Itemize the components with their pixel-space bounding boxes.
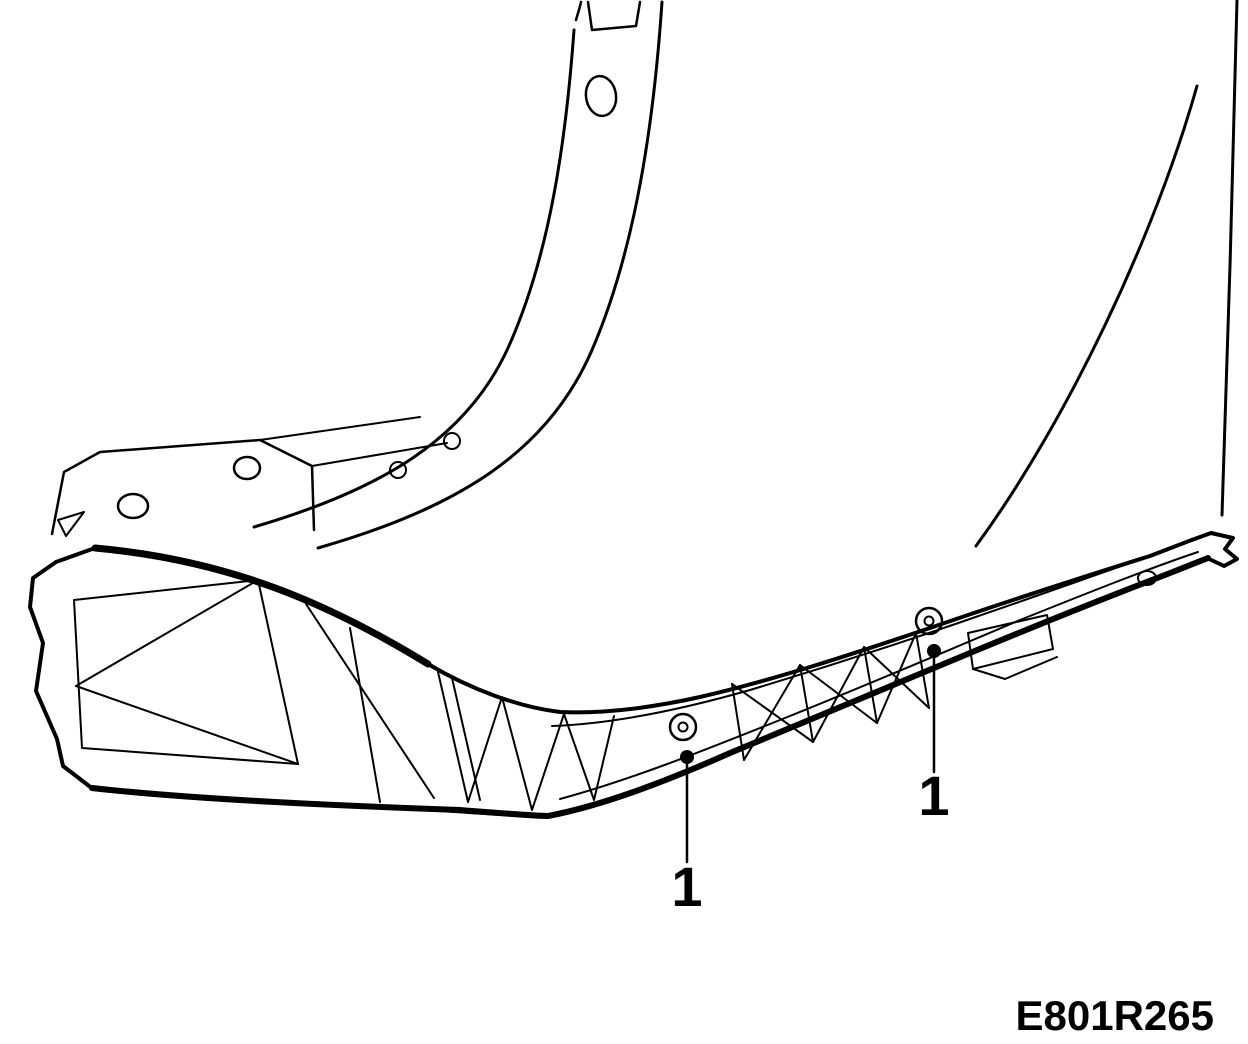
liner-top-connector (574, 0, 583, 22)
rib-x-1b (743, 664, 801, 761)
fastener-2-dot (927, 644, 941, 658)
fender-sweep-curve (974, 84, 1199, 548)
rib-vertical-3 (863, 646, 878, 724)
rib-mid-zigzag (437, 671, 615, 811)
bracket-top-bold-edge (91, 544, 432, 668)
rib-vertical-4 (915, 632, 930, 709)
rib-left-inner-side (73, 599, 83, 749)
fastener-screw-1 (668, 712, 698, 864)
rib-vertical-1 (731, 683, 745, 761)
fender-right-edge (1220, 0, 1239, 517)
rib-mid-extra (451, 677, 481, 801)
rib-vertical-2 (799, 664, 814, 743)
plate-outline (50, 438, 316, 536)
bracket-inner-bottom-flange (559, 551, 1199, 800)
plate-hole-1 (116, 492, 150, 520)
fastener-1-dot (680, 750, 694, 764)
plate-hole-2 (232, 455, 262, 481)
rib-left-inner-right (257, 579, 299, 765)
rib-left-inner-top (73, 579, 259, 601)
liner-clip-hole-2 (389, 461, 407, 479)
liner-left-edge (252, 28, 576, 529)
bracket-step-face (972, 656, 1058, 680)
fastener-1-center (677, 721, 689, 733)
wheel-arch-liner (252, 0, 664, 550)
liner-clip-hole-1 (443, 432, 461, 450)
fastener-1-ring (668, 712, 698, 742)
bracket-step-box (967, 614, 1054, 670)
rib-transition-diagonal-2 (349, 627, 381, 803)
bracket-silhouette (28, 531, 1239, 818)
rib-x-2b (812, 646, 865, 743)
fastener-screw-2 (914, 606, 944, 774)
fastener-2-ring (914, 606, 944, 636)
mounting-plate (50, 416, 448, 537)
rib-x-3b (876, 632, 917, 724)
liner-right-edge (316, 0, 664, 550)
bracket-bottom-bold-edge (89, 555, 1211, 819)
figure-code: E801R265 (1016, 992, 1215, 1039)
callout-label-1: 1 (671, 855, 702, 918)
bumper-bracket (28, 531, 1239, 819)
fastener-2-center (923, 615, 935, 627)
bracket-inner-top-flange (551, 549, 1169, 727)
callout-label-2: 1 (918, 764, 949, 827)
plate-connector-1 (259, 416, 421, 441)
rib-left-diagonal-1 (75, 579, 259, 687)
fender-outline (974, 0, 1239, 548)
bracket-end-hole (1137, 570, 1157, 586)
plate-connector-2 (311, 442, 448, 467)
liner-hole (584, 74, 618, 118)
rib-left-inner-bottom (81, 747, 299, 765)
liner-top-notch (586, 0, 642, 32)
rib-left-diagonal-2 (75, 685, 299, 765)
plate-arrow-marker (57, 511, 85, 537)
rib-transition-diagonal-1 (305, 603, 435, 799)
